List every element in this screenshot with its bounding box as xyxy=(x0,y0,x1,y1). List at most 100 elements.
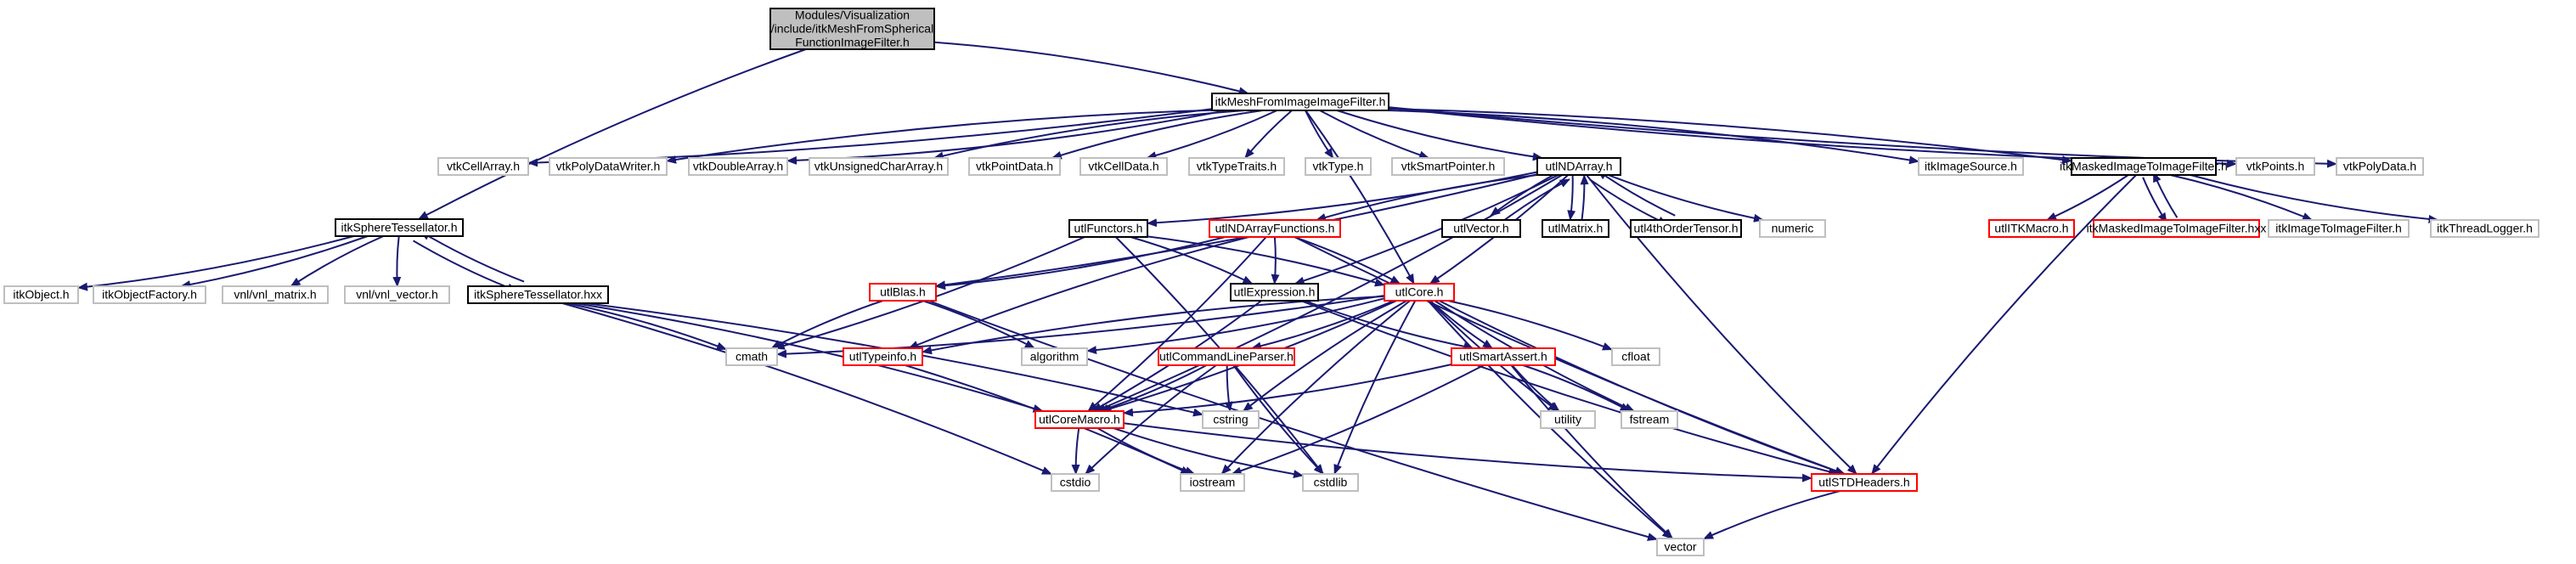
node-sphtx[interactable]: itkSphereTessellator.hxx xyxy=(467,285,609,304)
edge-core-to-cstdlib xyxy=(1333,300,1417,475)
edge-expr-to-sassert xyxy=(1304,300,1474,351)
edge-nd-to-func xyxy=(1147,171,1538,228)
node-t4[interactable]: utl4thOrderTensor.h xyxy=(1630,219,1742,238)
edge-sassert-to-cmacro xyxy=(1123,364,1452,417)
edges-layer xyxy=(77,41,2439,541)
node-vpd: vtkPolyData.h xyxy=(2336,157,2424,176)
node-vec[interactable]: utlVector.h xyxy=(1441,219,1521,238)
node-cmd[interactable]: utlCommandLineParser.h xyxy=(1158,347,1295,366)
node-tinfo[interactable]: utlTypeinfo.h xyxy=(843,347,923,366)
node-box-cmacro xyxy=(1034,410,1125,429)
edge-mfi-to-ucarr xyxy=(933,110,1245,161)
edge-blas-to-cmath xyxy=(770,300,883,349)
node-ndf[interactable]: utlNDArrayFunctions.h xyxy=(1209,219,1341,238)
edge-mfi-to-cellarr xyxy=(527,108,1213,167)
node-sassert[interactable]: utlSmartAssert.h xyxy=(1451,347,1556,366)
node-box-obj xyxy=(3,285,79,304)
edge-spht-to-objf xyxy=(180,235,369,289)
node-vtype: vtkType.h xyxy=(1305,157,1372,176)
node-box-sassert xyxy=(1451,347,1556,366)
node-box-vnlv xyxy=(344,285,450,304)
node-iostream: iostream xyxy=(1180,473,1245,492)
node-box-mask xyxy=(2071,157,2217,176)
node-box-tinfo xyxy=(843,347,923,366)
edge-mfi-to-mask xyxy=(1388,108,2072,165)
node-blas[interactable]: utlBlas.h xyxy=(869,283,937,302)
node-box-spht xyxy=(335,218,464,237)
edge-nd-to-cmacro xyxy=(1095,174,1563,412)
node-box-ttraits xyxy=(1188,157,1285,176)
node-box-nd xyxy=(1536,157,1621,176)
edge-spht-to-obj xyxy=(77,235,354,291)
edge-blas-to-algo xyxy=(922,300,1035,349)
node-box-vnlm xyxy=(222,285,329,304)
node-nd[interactable]: utlNDArray.h xyxy=(1536,157,1621,176)
edge-cmd-to-cstdio xyxy=(1085,364,1217,475)
edge-mfi-to-celldata xyxy=(1146,110,1278,160)
edge-blas-to-vector xyxy=(928,300,1658,541)
node-core[interactable]: utlCore.h xyxy=(1384,283,1455,302)
node-box-cstring xyxy=(1202,410,1260,429)
edge-nd-to-mat xyxy=(1567,174,1576,221)
node-label-ucarr: vtkUnsignedCharArray.h xyxy=(815,160,943,173)
node-box-vpts xyxy=(2235,157,2315,176)
node-label-expr: utlExpression.h xyxy=(1234,285,1316,299)
node-box-sphtx xyxy=(467,285,609,304)
node-cmacro[interactable]: utlCoreMacro.h xyxy=(1034,410,1125,429)
node-func[interactable]: utlFunctors.h xyxy=(1068,219,1148,238)
node-vpts: vtkPoints.h xyxy=(2235,157,2315,176)
node-cfloat: cfloat xyxy=(1611,347,1660,366)
edge-core-to-cstring xyxy=(1243,300,1407,412)
node-expr[interactable]: utlExpression.h xyxy=(1230,283,1319,302)
node-itkmac[interactable]: utlITKMacro.h xyxy=(1988,219,2075,238)
edge-core-to-tinfo xyxy=(922,295,1385,355)
edge-sassert-to-vector xyxy=(1510,364,1673,539)
edge-mask-to-maskx xyxy=(2142,177,2167,223)
node-root[interactable]: Modules/Visualization/include/itkMeshFro… xyxy=(769,8,935,50)
edge-cmacro-to-stdh xyxy=(1123,422,1812,482)
node-label-vpd: vtkPolyData.h xyxy=(2343,160,2416,173)
edge-ndf-to-blas xyxy=(935,236,1226,290)
edge-core-to-algo xyxy=(1086,297,1385,355)
node-spht[interactable]: itkSphereTessellator.h xyxy=(335,218,464,237)
node-mfi[interactable]: itkMeshFromImageImageFilter.h xyxy=(1211,93,1389,111)
node-label-pdw: vtkPolyDataWriter.h xyxy=(556,160,661,173)
node-label-func: utlFunctors.h xyxy=(1074,222,1143,235)
node-cstdio: cstdio xyxy=(1051,473,1100,492)
node-box-ptdata xyxy=(968,157,1061,176)
edge-sphtx-to-spht xyxy=(420,230,525,283)
node-stdh[interactable]: utlSTDHeaders.h xyxy=(1811,473,1918,492)
node-numeric: numeric xyxy=(1759,219,1826,238)
node-label-cfloat: cfloat xyxy=(1621,350,1650,364)
edge-spht-to-vnlm xyxy=(290,235,384,287)
node-mask[interactable]: itkMaskedImageToImageFilter.h xyxy=(2060,157,2228,176)
edge-mfi-to-pdw xyxy=(666,109,1213,164)
node-box-ucarr xyxy=(809,157,949,176)
node-label-darr: vtkDoubleArray.h xyxy=(693,160,783,173)
edge-sassert-to-utility xyxy=(1511,364,1560,412)
node-label-cstdlib: cstdlib xyxy=(1314,476,1348,489)
node-label-root: /include/itkMeshFromSpherical xyxy=(771,22,933,36)
edge-core-to-iostream xyxy=(1220,300,1411,475)
edge-sassert-to-iostream xyxy=(1231,364,1485,476)
node-mat[interactable]: utlMatrix.h xyxy=(1542,219,1609,238)
node-cstring: cstring xyxy=(1202,410,1260,429)
node-box-i2i xyxy=(2268,219,2410,238)
node-maskx[interactable]: itkMaskedImageToImageFilter.hxx xyxy=(2087,219,2267,238)
node-box-utility xyxy=(1540,410,1596,429)
node-label-stdh: utlSTDHeaders.h xyxy=(1818,476,1909,489)
node-box-vtype xyxy=(1305,157,1372,176)
node-cmath: cmath xyxy=(725,347,778,366)
node-box-mfi xyxy=(1211,93,1389,111)
node-label-vnlm: vnl/vnl_matrix.h xyxy=(234,288,316,302)
node-obj: itkObject.h xyxy=(3,285,79,304)
node-label-core: utlCore.h xyxy=(1395,285,1444,299)
node-pdw: vtkPolyDataWriter.h xyxy=(549,157,668,176)
node-box-stdh xyxy=(1811,473,1918,492)
node-label-cellarr: vtkCellArray.h xyxy=(447,160,520,173)
node-box-vec xyxy=(1441,219,1521,238)
node-sptr: vtkSmartPointer.h xyxy=(1391,157,1505,176)
edge-t4-to-nd xyxy=(1597,169,1676,217)
node-darr: vtkDoubleArray.h xyxy=(688,157,788,176)
